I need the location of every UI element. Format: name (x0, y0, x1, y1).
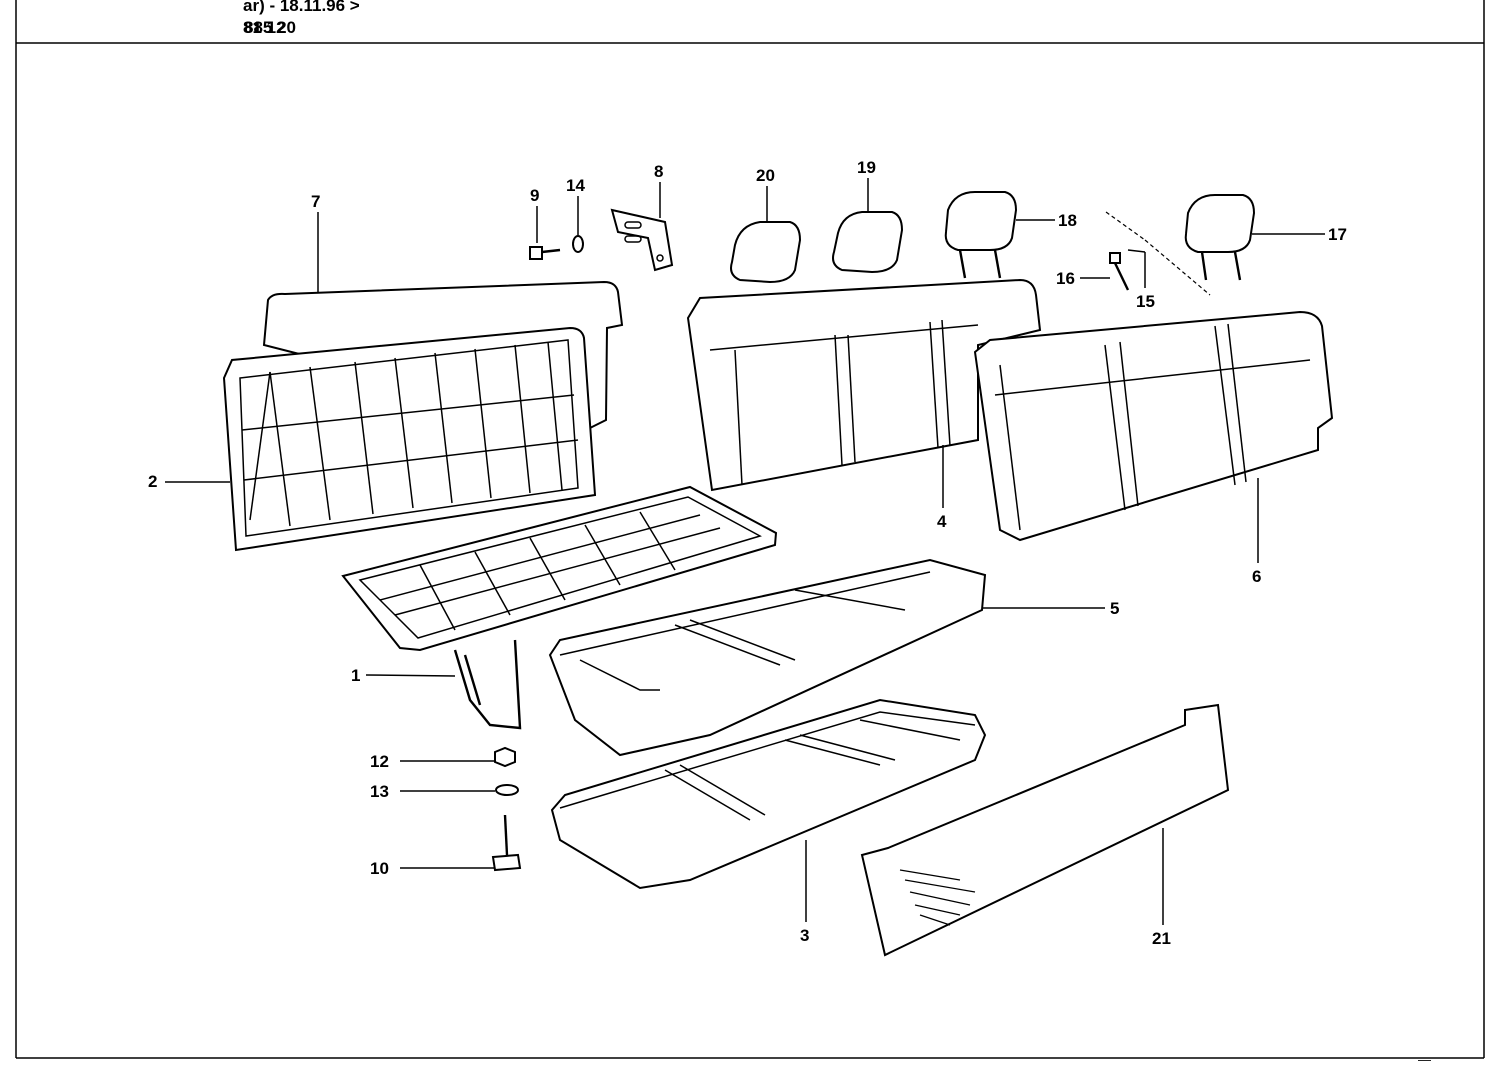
part-19-headrest[interactable] (832, 211, 904, 274)
callout-6: 6 (1252, 567, 1261, 586)
part-2-backrest-frame[interactable] (222, 326, 597, 552)
callout-15: 15 (1136, 292, 1155, 311)
part-8-bracket[interactable] (610, 208, 674, 272)
header-code-b: 885 20 (244, 18, 296, 37)
callout-12: 12 (370, 752, 389, 771)
part-14-washer[interactable] (572, 235, 584, 253)
part-13-washer[interactable] (495, 784, 519, 796)
callout-21: 21 (1152, 929, 1171, 948)
callout-9: 9 (530, 186, 539, 205)
callout-2: 2 (148, 472, 157, 491)
part-5-seat-cushion[interactable] (548, 558, 987, 757)
part-18-headrest[interactable] (944, 191, 1018, 279)
callout-19: 19 (857, 158, 876, 177)
part-12-nut[interactable] (494, 746, 516, 768)
part-17-headrest[interactable] (1184, 194, 1256, 281)
part-16-screw[interactable] (1109, 252, 1130, 291)
part-15-clip[interactable] (1105, 211, 1211, 296)
callout-1: 1 (351, 666, 360, 685)
callout-14: 14 (566, 176, 585, 195)
callout-17: 17 (1328, 225, 1347, 244)
part-4-backrest-cushion[interactable] (686, 278, 1042, 492)
page-frame (15, 0, 1485, 1059)
callout-8: 8 (654, 162, 663, 181)
part-1-seat-frame[interactable] (341, 485, 778, 730)
callout-7: 7 (311, 192, 320, 211)
callout-5: 5 (1110, 599, 1119, 618)
part-20-headrest[interactable] (730, 221, 802, 284)
callout-20: 20 (756, 166, 775, 185)
header-model-range: ar) - 18.11.96 > (243, 0, 360, 15)
callout-labels: 7 2 1 9 14 8 20 19 18 17 16 15 4 6 5 12 … (148, 158, 1347, 948)
callout-10: 10 (370, 859, 389, 878)
callout-16: 16 (1056, 269, 1075, 288)
callout-4: 4 (937, 512, 947, 531)
part-10-t-bolt[interactable] (491, 814, 522, 872)
page-corner-mark: — (1418, 1052, 1431, 1067)
header-code-a: 81 12 (243, 18, 286, 37)
callout-3: 3 (800, 926, 809, 945)
part-9-bolt[interactable] (529, 246, 561, 260)
leader-lines (165, 178, 1325, 925)
callout-18: 18 (1058, 211, 1077, 230)
part-3-lower-cushion[interactable] (550, 698, 987, 890)
part-21-side-trim[interactable] (860, 703, 1230, 957)
part-6-backrest-cushion[interactable] (973, 310, 1334, 542)
callout-13: 13 (370, 782, 389, 801)
